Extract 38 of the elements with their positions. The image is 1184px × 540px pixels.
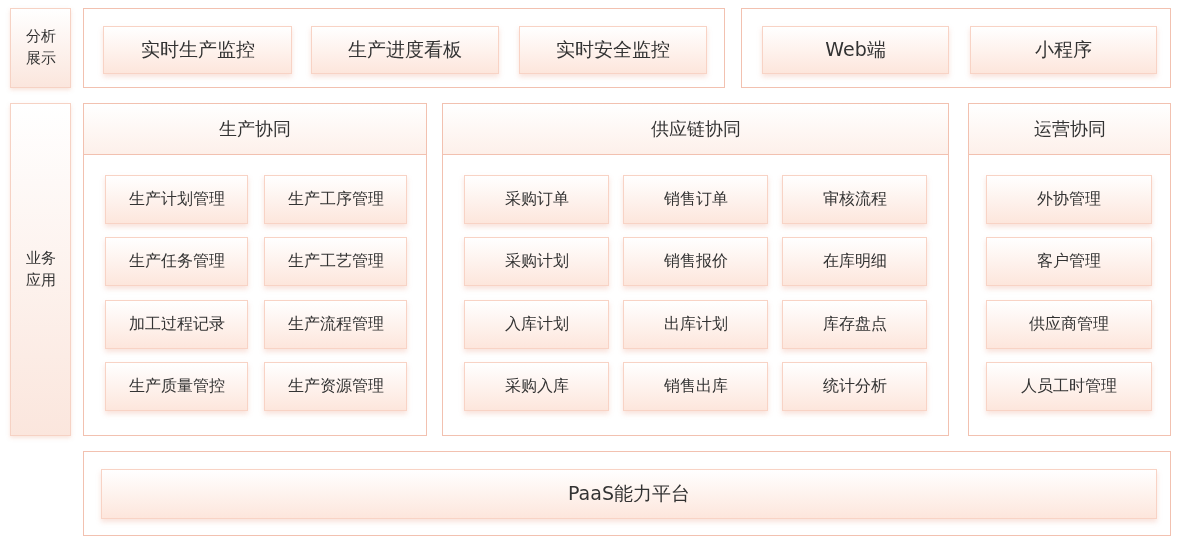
function-button: 外协管理 [986, 175, 1152, 224]
function-button: 在库明细 [782, 237, 927, 286]
function-button: 小程序 [970, 26, 1157, 74]
function-button: 统计分析 [782, 362, 927, 411]
group-container [83, 8, 725, 88]
function-button: 供应商管理 [986, 300, 1152, 349]
function-button: 审核流程 [782, 175, 927, 224]
category-label-box: 业务应用 [10, 103, 71, 436]
function-button: 实时安全监控 [519, 26, 707, 74]
function-button: 采购订单 [464, 175, 609, 224]
function-button: 客户管理 [986, 237, 1152, 286]
function-button: 入库计划 [464, 300, 609, 349]
function-button: 人员工时管理 [986, 362, 1152, 411]
function-button: 实时生产监控 [103, 26, 292, 74]
function-button: 生产任务管理 [105, 237, 248, 286]
function-button: 销售出库 [623, 362, 768, 411]
function-button: Web端 [762, 26, 949, 74]
function-button: 生产工艺管理 [264, 237, 407, 286]
function-button: 生产质量管控 [105, 362, 248, 411]
function-button: 出库计划 [623, 300, 768, 349]
function-button: 加工过程记录 [105, 300, 248, 349]
function-button: 采购入库 [464, 362, 609, 411]
function-button: 生产流程管理 [264, 300, 407, 349]
category-label-box: 分析展示 [10, 8, 71, 88]
function-button: 采购计划 [464, 237, 609, 286]
group-container [83, 451, 1171, 536]
module-panel [442, 103, 949, 436]
module-panel [83, 103, 427, 436]
function-button: 销售报价 [623, 237, 768, 286]
function-button: 生产计划管理 [105, 175, 248, 224]
group-container [741, 8, 1171, 88]
module-panel [968, 103, 1171, 436]
function-button: 销售订单 [623, 175, 768, 224]
function-button: PaaS能力平台 [101, 469, 1157, 519]
function-button: 生产进度看板 [311, 26, 499, 74]
function-button: 生产工序管理 [264, 175, 407, 224]
function-button: 生产资源管理 [264, 362, 407, 411]
function-button: 库存盘点 [782, 300, 927, 349]
